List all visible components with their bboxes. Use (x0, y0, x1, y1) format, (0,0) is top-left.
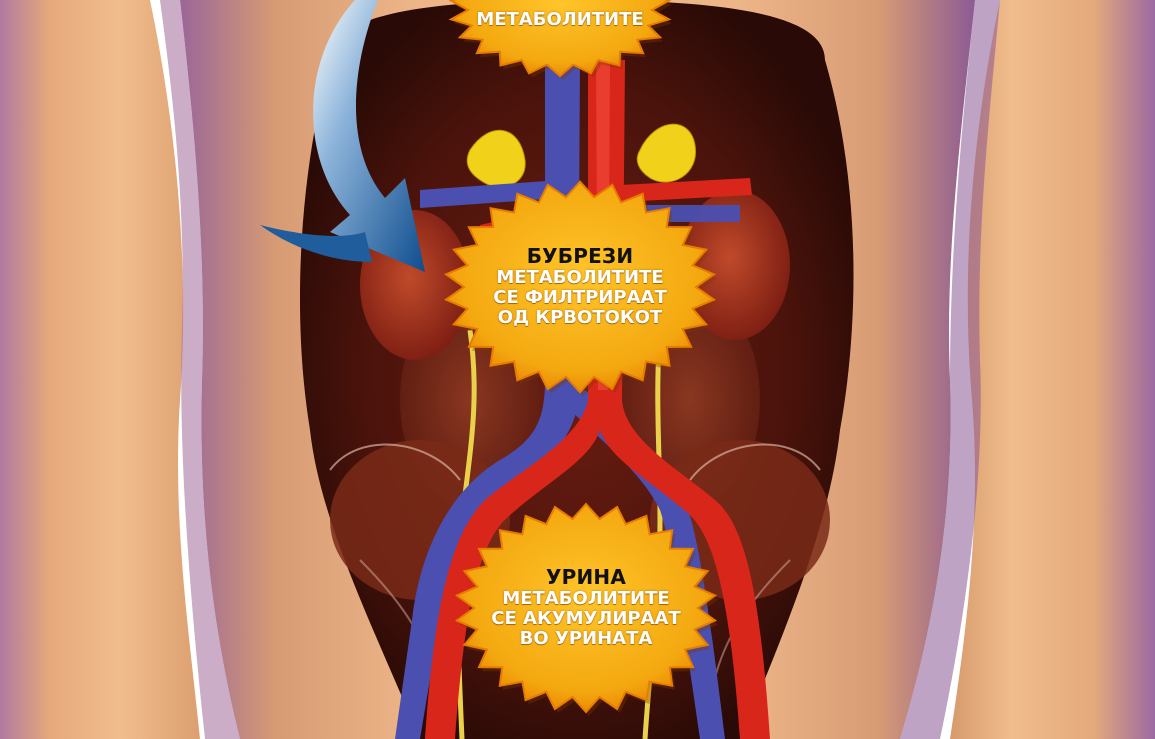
left-arm (0, 0, 200, 739)
